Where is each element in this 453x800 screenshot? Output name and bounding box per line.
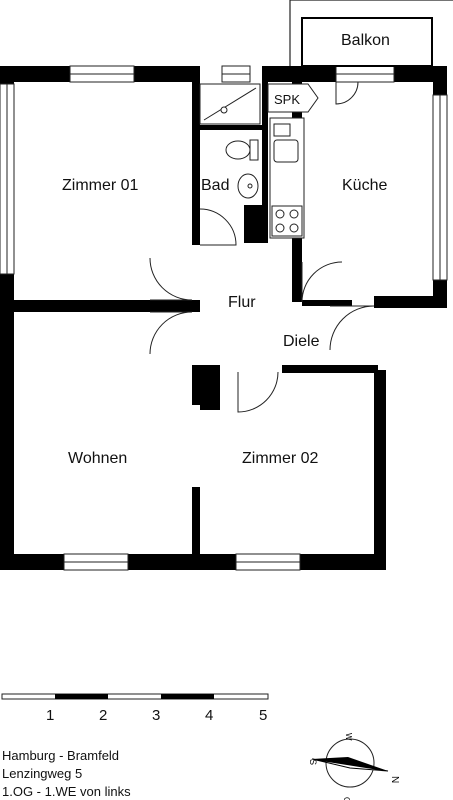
room-label-flur: Flur <box>228 294 256 311</box>
spk-box <box>267 83 319 113</box>
balcony <box>289 0 453 67</box>
scale-label-1: 1 <box>46 707 54 724</box>
scale-label-5: 5 <box>259 707 267 724</box>
toilet <box>225 140 251 160</box>
walls <box>0 66 447 570</box>
scale-label-3: 3 <box>152 707 160 724</box>
room-label-kueche: Küche <box>342 177 387 194</box>
room-label-diele: Diele <box>283 333 320 350</box>
kitchen-fixtures <box>269 117 305 239</box>
compass-east: O <box>342 797 351 800</box>
room-label-zimmer02: Zimmer 02 <box>242 450 319 467</box>
address-city: Hamburg - Bramfeld <box>2 748 120 763</box>
scale-label-4: 4 <box>205 707 213 724</box>
bath-fixtures <box>199 83 261 199</box>
compass-icon: N S W O <box>308 733 400 800</box>
room-label-wohnen: Wohnen <box>68 450 127 467</box>
room-label-spk: SPK <box>274 92 300 107</box>
room-label-balkon: Balkon <box>341 32 390 49</box>
scale-bar: 1 2 3 4 5 <box>1 693 269 724</box>
address-street: Lenzingweg 5 <box>2 766 83 781</box>
compass-south: S <box>308 759 318 765</box>
room-label-zimmer01: Zimmer 01 <box>62 177 139 194</box>
windows <box>0 65 448 571</box>
room-label-bad: Bad <box>201 177 229 194</box>
sink <box>273 139 299 163</box>
compass-west: W <box>344 733 353 741</box>
address-unit: 1.OG - 1.WE von links <box>2 784 131 799</box>
stove <box>271 205 303 237</box>
scale-label-2: 2 <box>99 707 107 724</box>
compass-north: N <box>389 776 400 783</box>
